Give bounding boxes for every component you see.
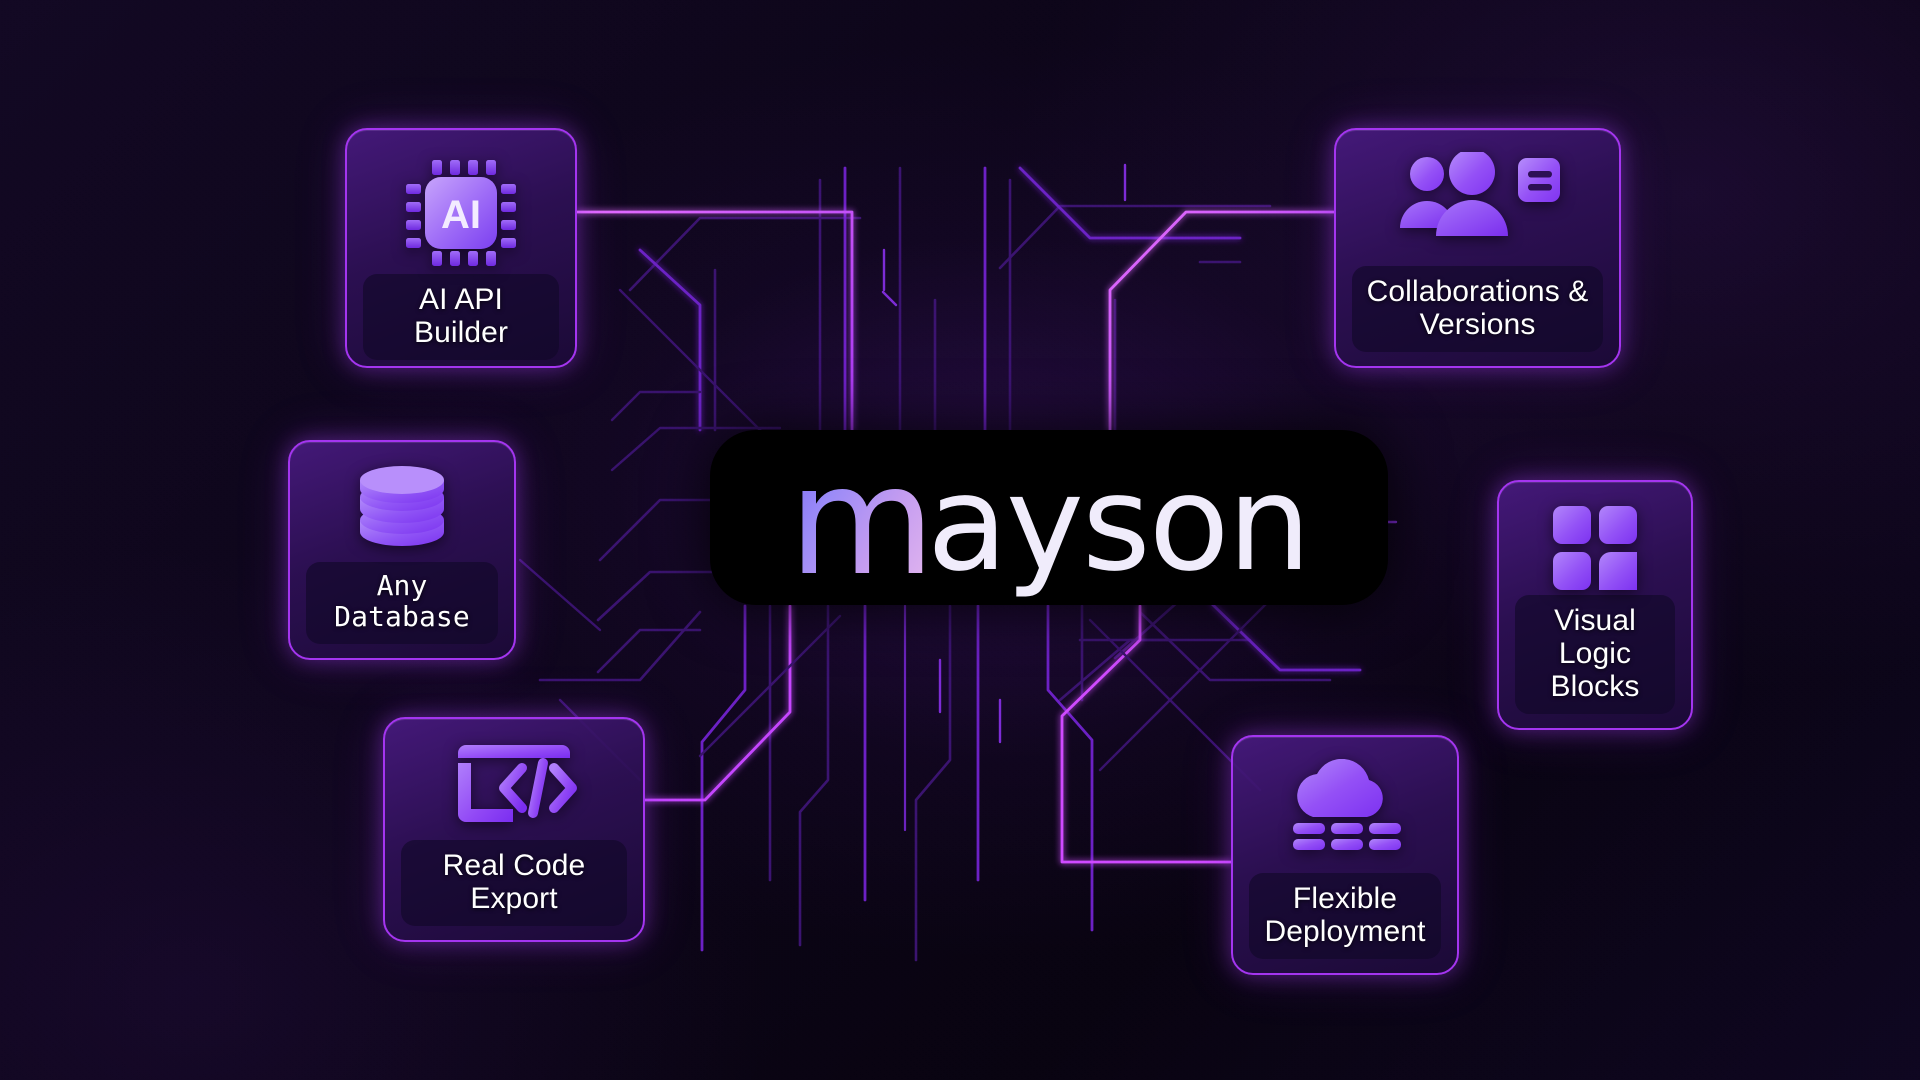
- feature-card-visual-logic-blocks[interactable]: Visual Logic Blocks: [1497, 480, 1693, 730]
- feature-card-label: Visual Logic Blocks: [1515, 595, 1675, 714]
- label-line-1: Visual: [1554, 604, 1636, 637]
- brand-logo-rest: ayson: [926, 446, 1311, 601]
- feature-card-ai-api-builder[interactable]: AI AI API Builder: [345, 128, 577, 368]
- label-line-2: Deployment: [1264, 915, 1426, 948]
- label-line-2: Logic: [1558, 637, 1632, 670]
- label-line-1: AI API: [419, 283, 503, 316]
- label-line-1: Flexible: [1292, 882, 1398, 915]
- four-blocks-icon: [1551, 504, 1639, 592]
- connector-code-to-hub: [643, 604, 792, 802]
- label-line-1: Real Code: [442, 849, 586, 882]
- label-line-3: Blocks: [1550, 670, 1640, 703]
- label-line-2: Export: [470, 882, 558, 915]
- feature-card-real-code-export[interactable]: Real Code Export: [383, 717, 645, 942]
- connector-ai-to-hub: [575, 210, 854, 432]
- feature-card-label: Collaborations & Versions: [1352, 266, 1603, 352]
- ai-chip-icon-text: AI: [441, 193, 481, 237]
- label-line-2: Builder: [413, 316, 509, 349]
- feature-card-label: AI API Builder: [363, 274, 559, 360]
- feature-card-label: Any Database: [306, 562, 498, 644]
- feature-card-label: Flexible Deployment: [1249, 873, 1441, 959]
- label-line-2: Database: [334, 600, 470, 634]
- feature-card-label: Real Code Export: [401, 840, 627, 926]
- brand-logo-initial: m: [788, 434, 935, 609]
- ai-chip-icon: AI: [400, 152, 522, 274]
- cloud-servers-icon: [1283, 759, 1407, 855]
- code-window-icon: [450, 741, 578, 833]
- label-line-1: Collaborations &: [1366, 275, 1589, 308]
- connector-collab-to-hub: [1108, 210, 1336, 432]
- label-line-2: Versions: [1419, 308, 1536, 341]
- feature-card-any-database[interactable]: Any Database: [288, 440, 516, 660]
- label-line-1: Any: [376, 569, 428, 603]
- users-group-icon: [1394, 152, 1562, 244]
- connector-deploy-to-hub: [1060, 604, 1233, 864]
- feature-card-collaborations-versions[interactable]: Collaborations & Versions: [1334, 128, 1621, 368]
- database-icon: [350, 464, 454, 560]
- feature-card-flexible-deployment[interactable]: Flexible Deployment: [1231, 735, 1459, 975]
